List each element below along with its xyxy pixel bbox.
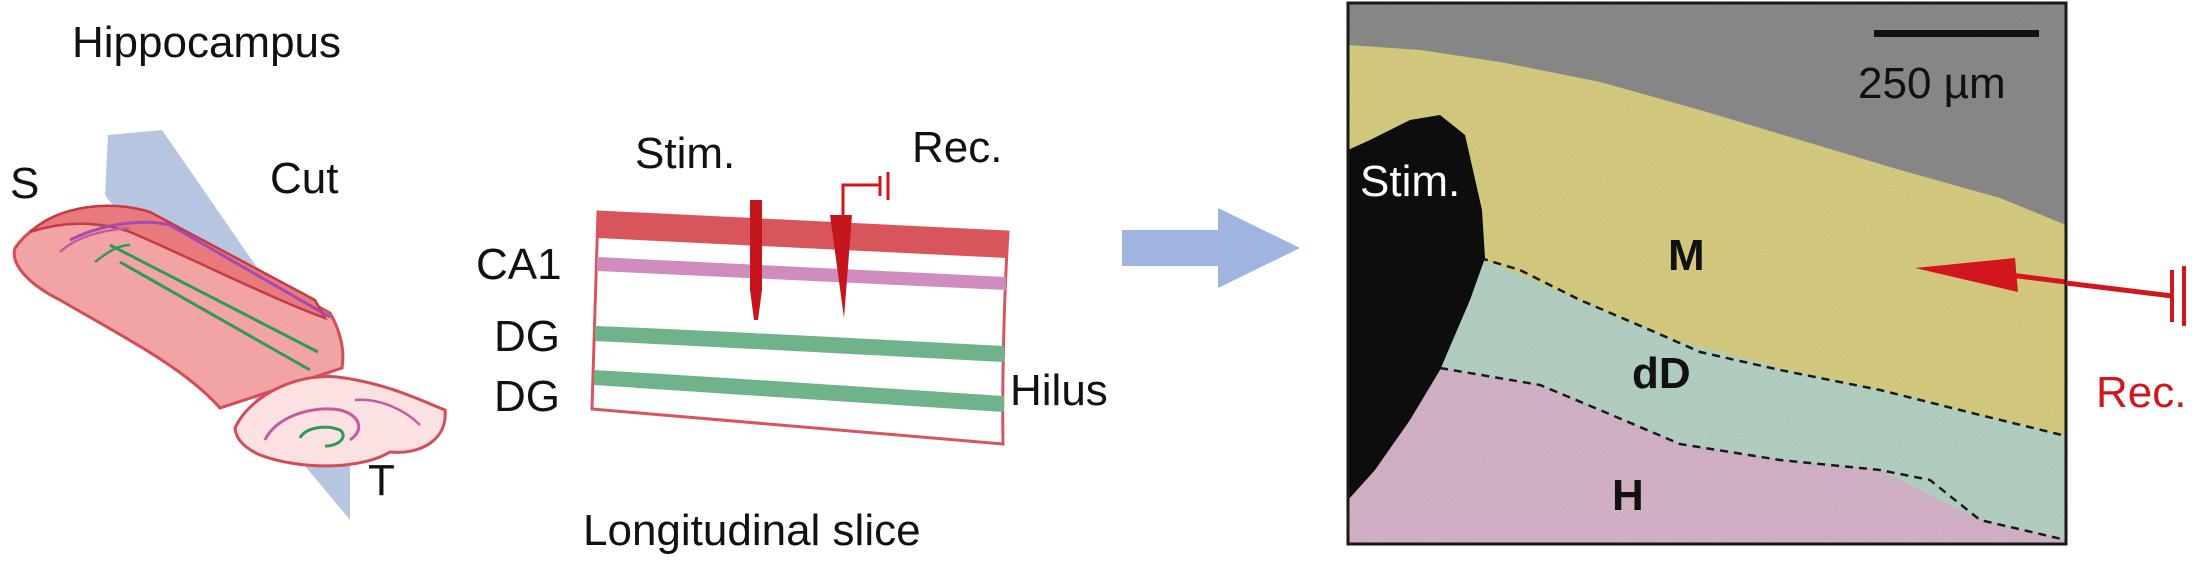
boundary-m-dd [1479,256,2066,438]
scale-bar-label: 250 µm [1858,59,2006,108]
region-h-label: H [1612,471,1644,520]
ca1-band [597,212,1008,258]
rec-electrode [830,172,890,318]
rec-ground-symbol [2065,266,2186,326]
region-h [1348,368,2066,544]
boundary-dd-h [1439,366,2066,542]
transition-arrow [1122,208,1300,288]
stim-electrode [750,200,762,320]
label-cut: Cut [270,154,338,203]
rec-label: Rec. [912,123,1002,172]
panel-hippocampus: Hippocampus S Cut T [10,18,447,520]
rec-electrode-photo [1915,258,2066,292]
layer-dg-label-lower: DG [494,372,560,421]
micrograph-stim-label: Stim. [1360,157,1460,206]
label-s: S [10,159,39,208]
hippocampus-title: Hippocampus [72,18,341,67]
region-dd [1440,258,2066,540]
scale-bar [1874,30,2039,37]
ca1-pink-band [597,257,1006,290]
micrograph-rec-label: Rec. [2096,368,2186,417]
region-m [1348,45,2066,440]
layer-ca1-label: CA1 [476,240,562,289]
stim-label: Stim. [635,129,735,178]
region-dd-label: dD [1632,349,1691,398]
layer-dg-label-upper: DG [494,312,560,361]
label-t: T [368,456,395,505]
stim-electrode-shadow [1348,115,1485,500]
micrograph-image [1348,3,2066,544]
panel-longitudinal-slice: Stim. Rec. CA1 DG DG Hilus Longitudinal … [476,123,1108,555]
fibre-lines [59,220,331,372]
dg-band-lower [594,370,1004,412]
region-m-label: M [1668,231,1705,280]
panel-micrograph: 250 µm Stim. M dD H Rec. [1346,1,2186,546]
hilus-label: Hilus [1010,366,1108,415]
slice-caption: Longitudinal slice [583,506,921,555]
dg-band-upper [595,326,1004,362]
